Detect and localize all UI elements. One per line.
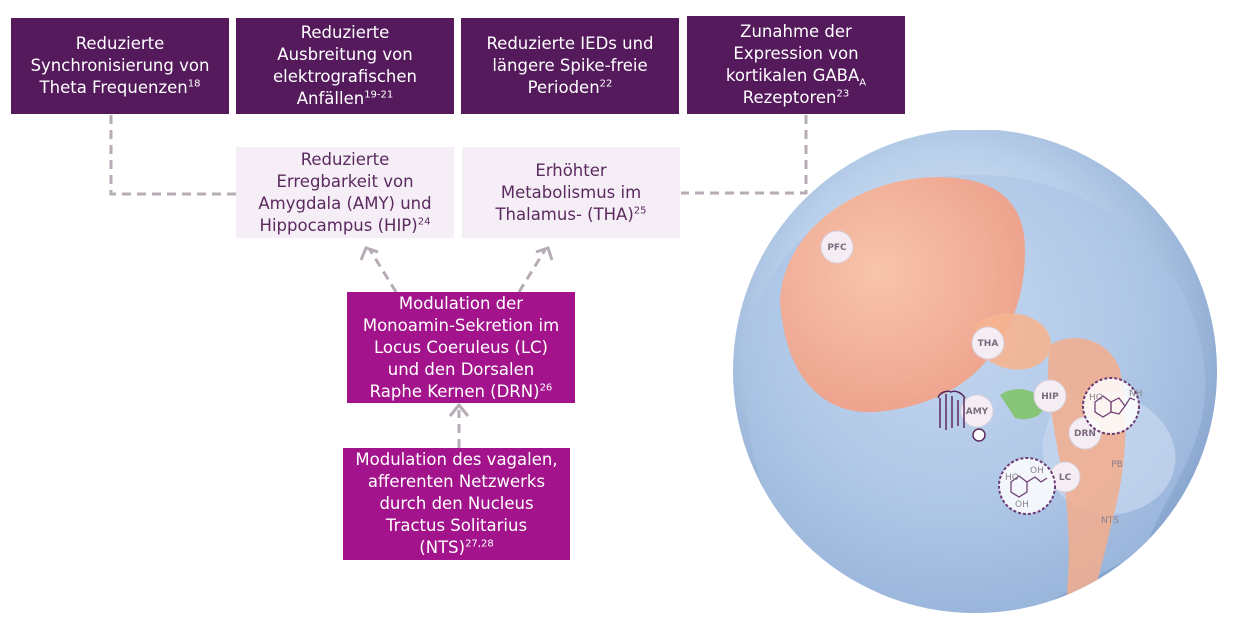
molecule-drn-ho: HO <box>1089 393 1103 403</box>
label-lc: LC <box>1059 473 1072 483</box>
hippocampus-region <box>1000 389 1044 420</box>
box-ieds-text: Reduzierte IEDs und längere Spike-freie … <box>486 34 654 97</box>
box-vagal-network: Modulation des vagalen, afferenten Netzw… <box>343 448 570 560</box>
box-tha-metabolism: Erhöhter Metabolismus im Thalamus- (THA)… <box>462 147 680 238</box>
box-ieds-ref: 22 <box>599 78 613 90</box>
label-pb: PB <box>1111 460 1123 470</box>
connector-mod-to-amy <box>368 249 398 293</box>
noradrenaline-molecule-icon: HO OH OH <box>998 457 1056 515</box>
box-theta-sync-text: Reduzierte Synchronisierung von Theta Fr… <box>30 34 210 97</box>
box-gaba-text-b: Rezeptoren <box>742 88 837 107</box>
box-ieds: Reduzierte IEDs und längere Spike-freie … <box>461 18 679 114</box>
box-gaba-sub: A <box>859 77 867 89</box>
region-amy: AMY <box>960 394 994 428</box>
box-spread-seizures: Reduzierte Ausbreitung von elektrografis… <box>236 18 454 114</box>
connector-theta <box>109 115 236 196</box>
molecule-lc-oh: OH <box>1030 466 1044 476</box>
box-vagal-ref: 27,28 <box>465 538 494 550</box>
box-spread-seizures-text: Reduzierte Ausbreitung von elektrografis… <box>273 23 417 108</box>
serotonin-molecule-icon: HO NH <box>1082 377 1143 435</box>
label-tha: THA <box>978 339 999 349</box>
region-pfc: PFC <box>820 230 854 264</box>
box-gaba-ref: 23 <box>836 88 850 100</box>
connector-gaba <box>681 115 808 195</box>
box-amy-hip-text: Reduzierte Erregbarkeit von Amygdala (AM… <box>258 149 432 235</box>
receptor-icon <box>937 390 986 442</box>
box-amy-hip-excitability: Reduzierte Erregbarkeit von Amygdala (AM… <box>236 147 454 238</box>
box-theta-sync-ref: 18 <box>187 78 201 90</box>
arrowhead-mod <box>448 402 470 417</box>
box-gaba-text-a: Zunahme der Expression von kortikalen GA… <box>725 22 860 85</box>
box-monoamine-modulation: Modulation der Monoamin-Sekretion im Loc… <box>347 292 575 403</box>
label-amy: AMY <box>966 407 989 417</box>
brain-illustration: PFC THA AMY HIP DRN LC PB NTS HO NH <box>733 130 1217 613</box>
molecule-drn-nh: NH <box>1129 389 1143 399</box>
box-monoamine-text: Modulation der Monoamin-Sekretion im Loc… <box>362 293 560 401</box>
label-pfc: PFC <box>827 243 847 253</box>
box-theta-sync: Reduzierte Synchronisierung von Theta Fr… <box>11 18 229 114</box>
label-nts: NTS <box>1101 516 1119 526</box>
arrowhead-amy <box>359 246 379 261</box>
arrowhead-tha <box>535 246 554 261</box>
region-tha: THA <box>971 326 1005 360</box>
label-drn: DRN <box>1074 429 1096 439</box>
molecule-lc-ho: HO <box>1005 473 1019 483</box>
connector-mod-to-tha <box>517 249 547 293</box>
region-hip: HIP <box>1033 379 1067 413</box>
box-tha-text: Erhöhter Metabolismus im Thalamus- (THA) <box>495 160 642 224</box>
box-vagal-text: Modulation des vagalen, afferenten Netzw… <box>355 450 558 557</box>
box-spread-seizures-ref: 19-21 <box>364 89 394 101</box>
box-tha-ref: 25 <box>633 205 647 216</box>
molecule-lc-oh2: OH <box>1015 500 1029 510</box>
box-monoamine-ref: 26 <box>539 382 553 393</box>
box-gaba-expression: Zunahme der Expression von kortikalen GA… <box>687 16 905 114</box>
box-amy-hip-ref: 24 <box>417 216 431 227</box>
label-hip: HIP <box>1041 392 1059 402</box>
